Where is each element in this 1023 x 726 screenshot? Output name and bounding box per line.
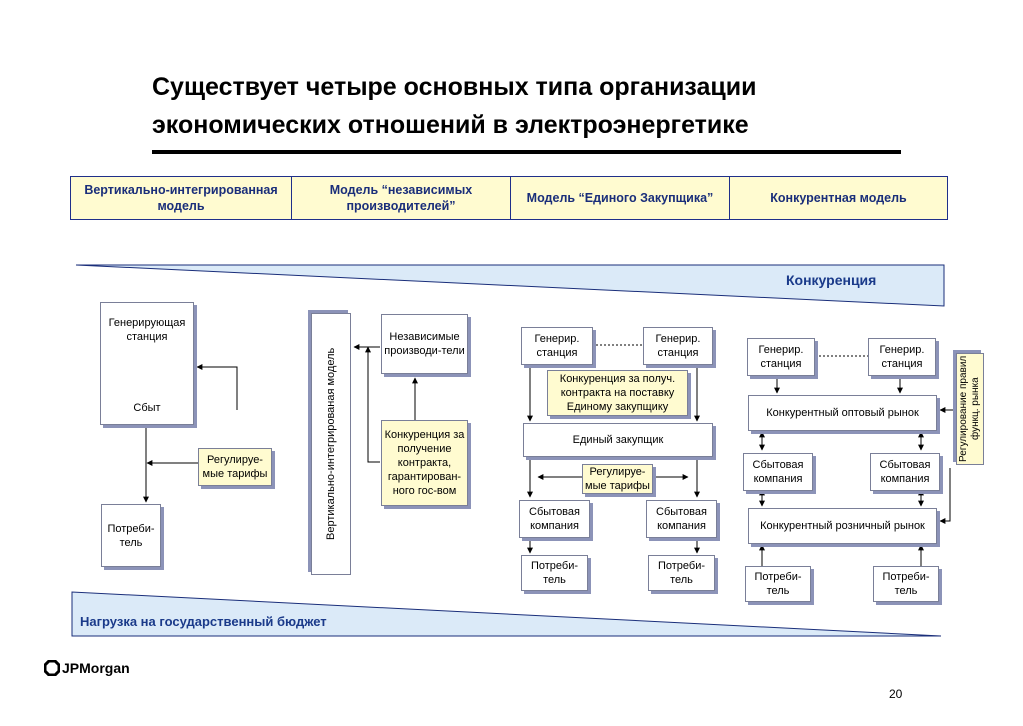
sb-sales-company-1: Сбытовая компания [519, 500, 590, 538]
budget-band [71, 591, 942, 637]
model-header-single-buyer: Модель “Единого Закупщика” [511, 177, 730, 219]
cm-consumer-1: Потреби-тель [745, 566, 811, 602]
model-header-row: Вертикально-интегрированная модель Модел… [70, 176, 948, 220]
ipp-competition-contract: Конкуренция за получение контракта, гара… [381, 420, 468, 506]
ipp-vertical-integrated-box: Вертикально-интегрированая модель [311, 313, 351, 575]
competition-label: Конкуренция [786, 272, 877, 288]
cm-generating-station-1: Генерир. станция [747, 338, 815, 376]
vi-sales-label: Сбыт [133, 402, 161, 414]
jpmorgan-octagon-icon [44, 660, 60, 676]
competition-band [75, 264, 945, 307]
vi-generating-station-label: Генерирующая станция [108, 317, 186, 343]
vi-generating-station-box [100, 302, 194, 425]
cm-generating-station-2: Генерир. станция [868, 338, 936, 376]
cm-retail-market: Конкурентный розничный рынок [748, 508, 937, 544]
title-underline [152, 150, 901, 154]
sb-generating-station-2: Генерир. станция [643, 327, 713, 365]
sb-consumer-2: Потреби-тель [648, 555, 715, 591]
jpmorgan-logo: JPMorgan [44, 660, 130, 676]
budget-label: Нагрузка на государственный бюджет [80, 614, 327, 629]
cm-sales-company-1: Сбытовая компания [743, 453, 813, 491]
model-header-independent: Модель “независимых производителей” [292, 177, 511, 219]
vi-consumer: Потреби-тель [101, 504, 161, 567]
sb-consumer-1: Потреби-тель [521, 555, 588, 591]
cm-regulation: Регулирование правил функц. рынка [956, 353, 984, 465]
page-number: 20 [889, 687, 903, 701]
cm-sales-company-2: Сбытовая компания [870, 453, 940, 491]
cm-wholesale-market: Конкурентный оптовый рынок [748, 395, 937, 431]
sb-competition-note: Конкуренция за получ. контракта на поста… [547, 370, 688, 416]
model-header-vertical: Вертикально-интегрированная модель [71, 177, 292, 219]
sb-generating-station-1: Генерир. станция [521, 327, 593, 365]
sb-regulated-tariffs: Регулируе-мые тарифы [582, 464, 653, 494]
sb-single-buyer: Единый закупщик [523, 423, 713, 457]
sb-sales-company-2: Сбытовая компания [646, 500, 717, 538]
logo-text: JPMorgan [62, 660, 130, 676]
cm-consumer-2: Потреби-тель [873, 566, 939, 602]
model-header-competitive: Конкурентная модель [770, 191, 907, 205]
slide-title: Существует четыре основных типа организа… [152, 73, 757, 139]
ipp-independent-producers: Независимые производи-тели [381, 314, 468, 374]
vi-regulated-tariffs: Регулируе-мые тарифы [198, 448, 272, 486]
